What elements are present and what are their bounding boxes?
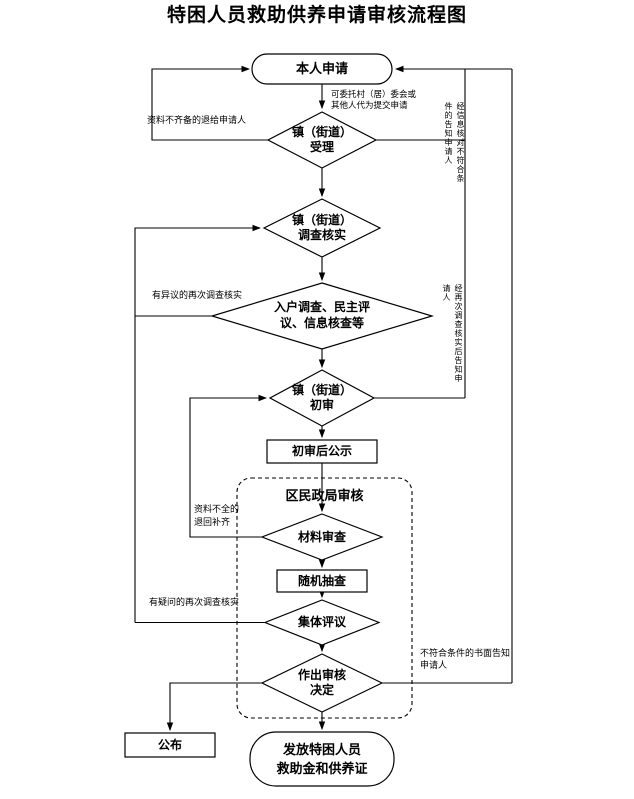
shape-issue-certificate <box>249 731 395 787</box>
node-town-investigation: 镇（街道） 调查核实 <box>291 213 352 242</box>
shape-household-survey-diamond <box>209 282 435 350</box>
shape-town-investigation-diamond <box>262 198 382 258</box>
vnote-info-check-notice: 经信息核对不符合条件的告知申请人 <box>444 102 465 183</box>
node-town-acceptance: 镇（街道） 受理 <box>291 125 352 154</box>
note-doubt-reinvestigate: 有疑问的再次调查核实 <box>149 597 240 607</box>
connector-decision-to-announce <box>166 682 262 732</box>
shape-self-application <box>251 53 393 85</box>
node-issue-certificate: 发放特困人员 救助金和供养证 <box>276 742 368 776</box>
loop-supplement-materials <box>189 394 268 538</box>
node-review-decision: 作出审核 决定 <box>297 668 346 697</box>
node-collective-review: 集体评议 <box>297 615 346 629</box>
shape-material-review-diamond <box>260 513 384 561</box>
node-material-review: 材料审查 <box>297 530 346 544</box>
note-supplement-materials: 资料不全的 退回补齐 <box>194 504 240 527</box>
vnote-reinvestigate-notice: 经再次调查核实后告知申请人 <box>442 284 463 383</box>
right-feedback-connectors <box>374 65 513 684</box>
node-announce: 公布 <box>157 738 182 752</box>
shape-random-check-rect <box>276 569 368 593</box>
loop-objection-reinvestigate <box>134 224 262 317</box>
left-feedback-connectors <box>134 65 268 732</box>
node-publicity-after-review: 初审后公示 <box>291 444 352 458</box>
node-household-survey: 入户调查、民主评 议、信息核查等 <box>273 300 370 330</box>
note-written-notice: 不符合条件的书面告知申请人 <box>420 648 511 670</box>
node-town-preliminary-review: 镇（街道） 初审 <box>291 383 352 412</box>
page-title: 特困人员救助供养申请审核流程图 <box>166 5 467 26</box>
shape-decision-diamond <box>260 653 384 713</box>
label-district-bureau-review: 区民政局审核 <box>285 488 364 503</box>
note-entrust: 可委托村（居）委会或 其他人代为提交申请 <box>331 89 417 110</box>
node-random-check: 随机抽查 <box>297 574 346 588</box>
shape-town-acceptance-diamond <box>266 111 378 169</box>
note-objection-reinvestigate: 有异议的再次调查核实 <box>152 290 243 300</box>
shape-publicity-rect <box>266 439 378 464</box>
node-self-application: 本人申请 <box>295 61 348 76</box>
node-shapes <box>124 53 435 787</box>
district-bureau-dashed-container <box>236 477 413 719</box>
shape-preliminary-review-diamond <box>268 369 376 427</box>
shape-collective-review-diamond <box>263 599 381 646</box>
shape-announce-rect <box>124 732 216 758</box>
loop-return-to-applicant <box>151 65 268 141</box>
note-return-incomplete: 资料不齐备的退给申请人 <box>147 115 247 125</box>
